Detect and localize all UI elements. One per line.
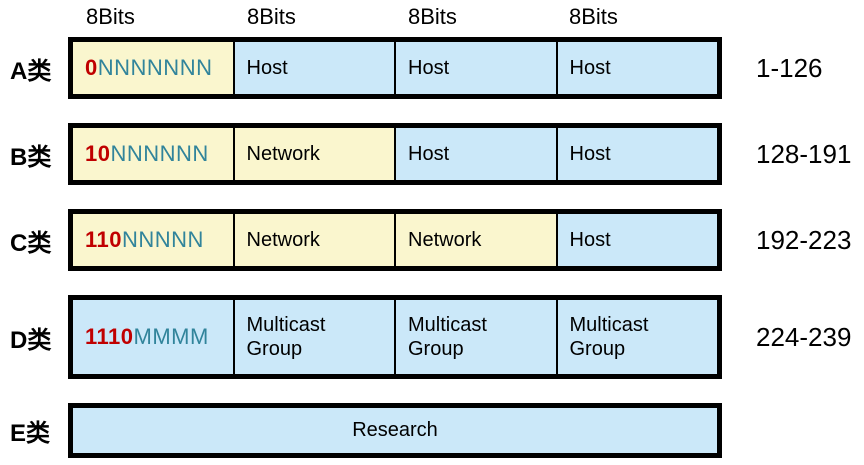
class-d-structure-box: 1110MMMM Multicast Group Multicast Group… — [68, 295, 722, 379]
bits-header-label: 8Bits — [86, 4, 135, 29]
field-label: Multicast Group — [569, 314, 649, 360]
field-label: Network — [246, 142, 320, 165]
class-d-label: D类 — [10, 326, 52, 354]
bits-header-label: 8Bits — [247, 4, 296, 29]
field-label: Host — [408, 142, 450, 165]
bit-pattern: 10NNNNNN — [85, 141, 209, 167]
class-e-label: E类 — [10, 420, 51, 447]
bit-prefix: 0 — [85, 55, 98, 80]
class-d-field-cell: Multicast Group — [232, 300, 394, 374]
class-a-field-cell: Host — [555, 42, 717, 94]
bit-pattern: 0NNNNNNN — [85, 55, 212, 81]
class-a-structure-box: 0NNNNNNN Host Host Host — [68, 37, 722, 99]
class-c-field-cell: Network — [232, 214, 394, 266]
class-b-structure-box: 10NNNNNN Network Host Host — [68, 123, 722, 185]
class-c-range: 192-223 — [756, 224, 852, 255]
class-b-bits-cell: 10NNNNNN — [73, 128, 233, 180]
bit-prefix: 10 — [85, 141, 111, 166]
class-e-field-cell: Research — [73, 408, 717, 453]
class-b-label: B类 — [10, 143, 52, 171]
class-e-structure-box: Research — [68, 403, 722, 458]
class-a-field-cell: Host — [232, 42, 394, 94]
row-class-e: E类 Research — [0, 403, 864, 458]
field-label: Host — [569, 56, 611, 79]
field-label: Multicast Group — [246, 314, 326, 360]
bit-pattern: 1110MMMM — [85, 324, 209, 350]
class-b-range: 128-191 — [756, 138, 852, 169]
bits-header-label: 8Bits — [569, 4, 618, 29]
class-c-structure-box: 110NNNNN Network Network Host — [68, 209, 722, 271]
class-d-bits-cell: 1110MMMM — [73, 300, 233, 374]
row-class-b: B类 10NNNNNN Network Host Host 128-191 — [0, 123, 864, 185]
bit-letters: NNNNNNN — [97, 55, 213, 80]
bit-prefix: 1110 — [85, 324, 134, 349]
bit-letters: NNNNN — [122, 227, 204, 252]
class-c-label: C类 — [10, 229, 52, 257]
bits-header-label: 8Bits — [408, 4, 457, 29]
class-a-range: 1-126 — [756, 52, 823, 83]
field-label: Host — [246, 56, 288, 79]
class-b-field-cell: Host — [394, 128, 556, 180]
bit-letters: NNNNNN — [110, 141, 209, 166]
bit-pattern: 110NNNNN — [85, 227, 204, 253]
class-b-field-cell: Host — [555, 128, 717, 180]
field-label: Host — [569, 142, 611, 165]
class-c-field-cell: Host — [555, 214, 717, 266]
class-c-bits-cell: 110NNNNN — [73, 214, 233, 266]
bit-letters: MMMM — [133, 324, 209, 349]
class-d-range: 224-239 — [756, 321, 852, 352]
class-d-field-cell: Multicast Group — [555, 300, 717, 374]
field-label: Host — [569, 228, 611, 251]
bit-prefix: 110 — [85, 227, 122, 252]
class-d-field-cell: Multicast Group — [394, 300, 556, 374]
field-label: Host — [408, 56, 450, 79]
field-label: Network — [408, 228, 482, 251]
row-class-d: D类 1110MMMM Multicast Group Multicast Gr… — [0, 295, 864, 379]
row-class-c: C类 110NNNNN Network Network Host 192-223 — [0, 209, 864, 271]
class-a-field-cell: Host — [394, 42, 556, 94]
class-a-bits-cell: 0NNNNNNN — [73, 42, 233, 94]
class-b-field-cell: Network — [232, 128, 394, 180]
field-label: Research — [352, 419, 438, 441]
class-c-field-cell: Network — [394, 214, 556, 266]
field-label: Network — [246, 228, 320, 251]
field-label: Multicast Group — [408, 314, 487, 360]
bits-header-row: 8Bits 8Bits 8Bits 8Bits — [73, 2, 717, 32]
row-class-a: A类 0NNNNNNN Host Host Host 1-126 — [0, 37, 864, 99]
class-a-label: A类 — [10, 57, 52, 85]
